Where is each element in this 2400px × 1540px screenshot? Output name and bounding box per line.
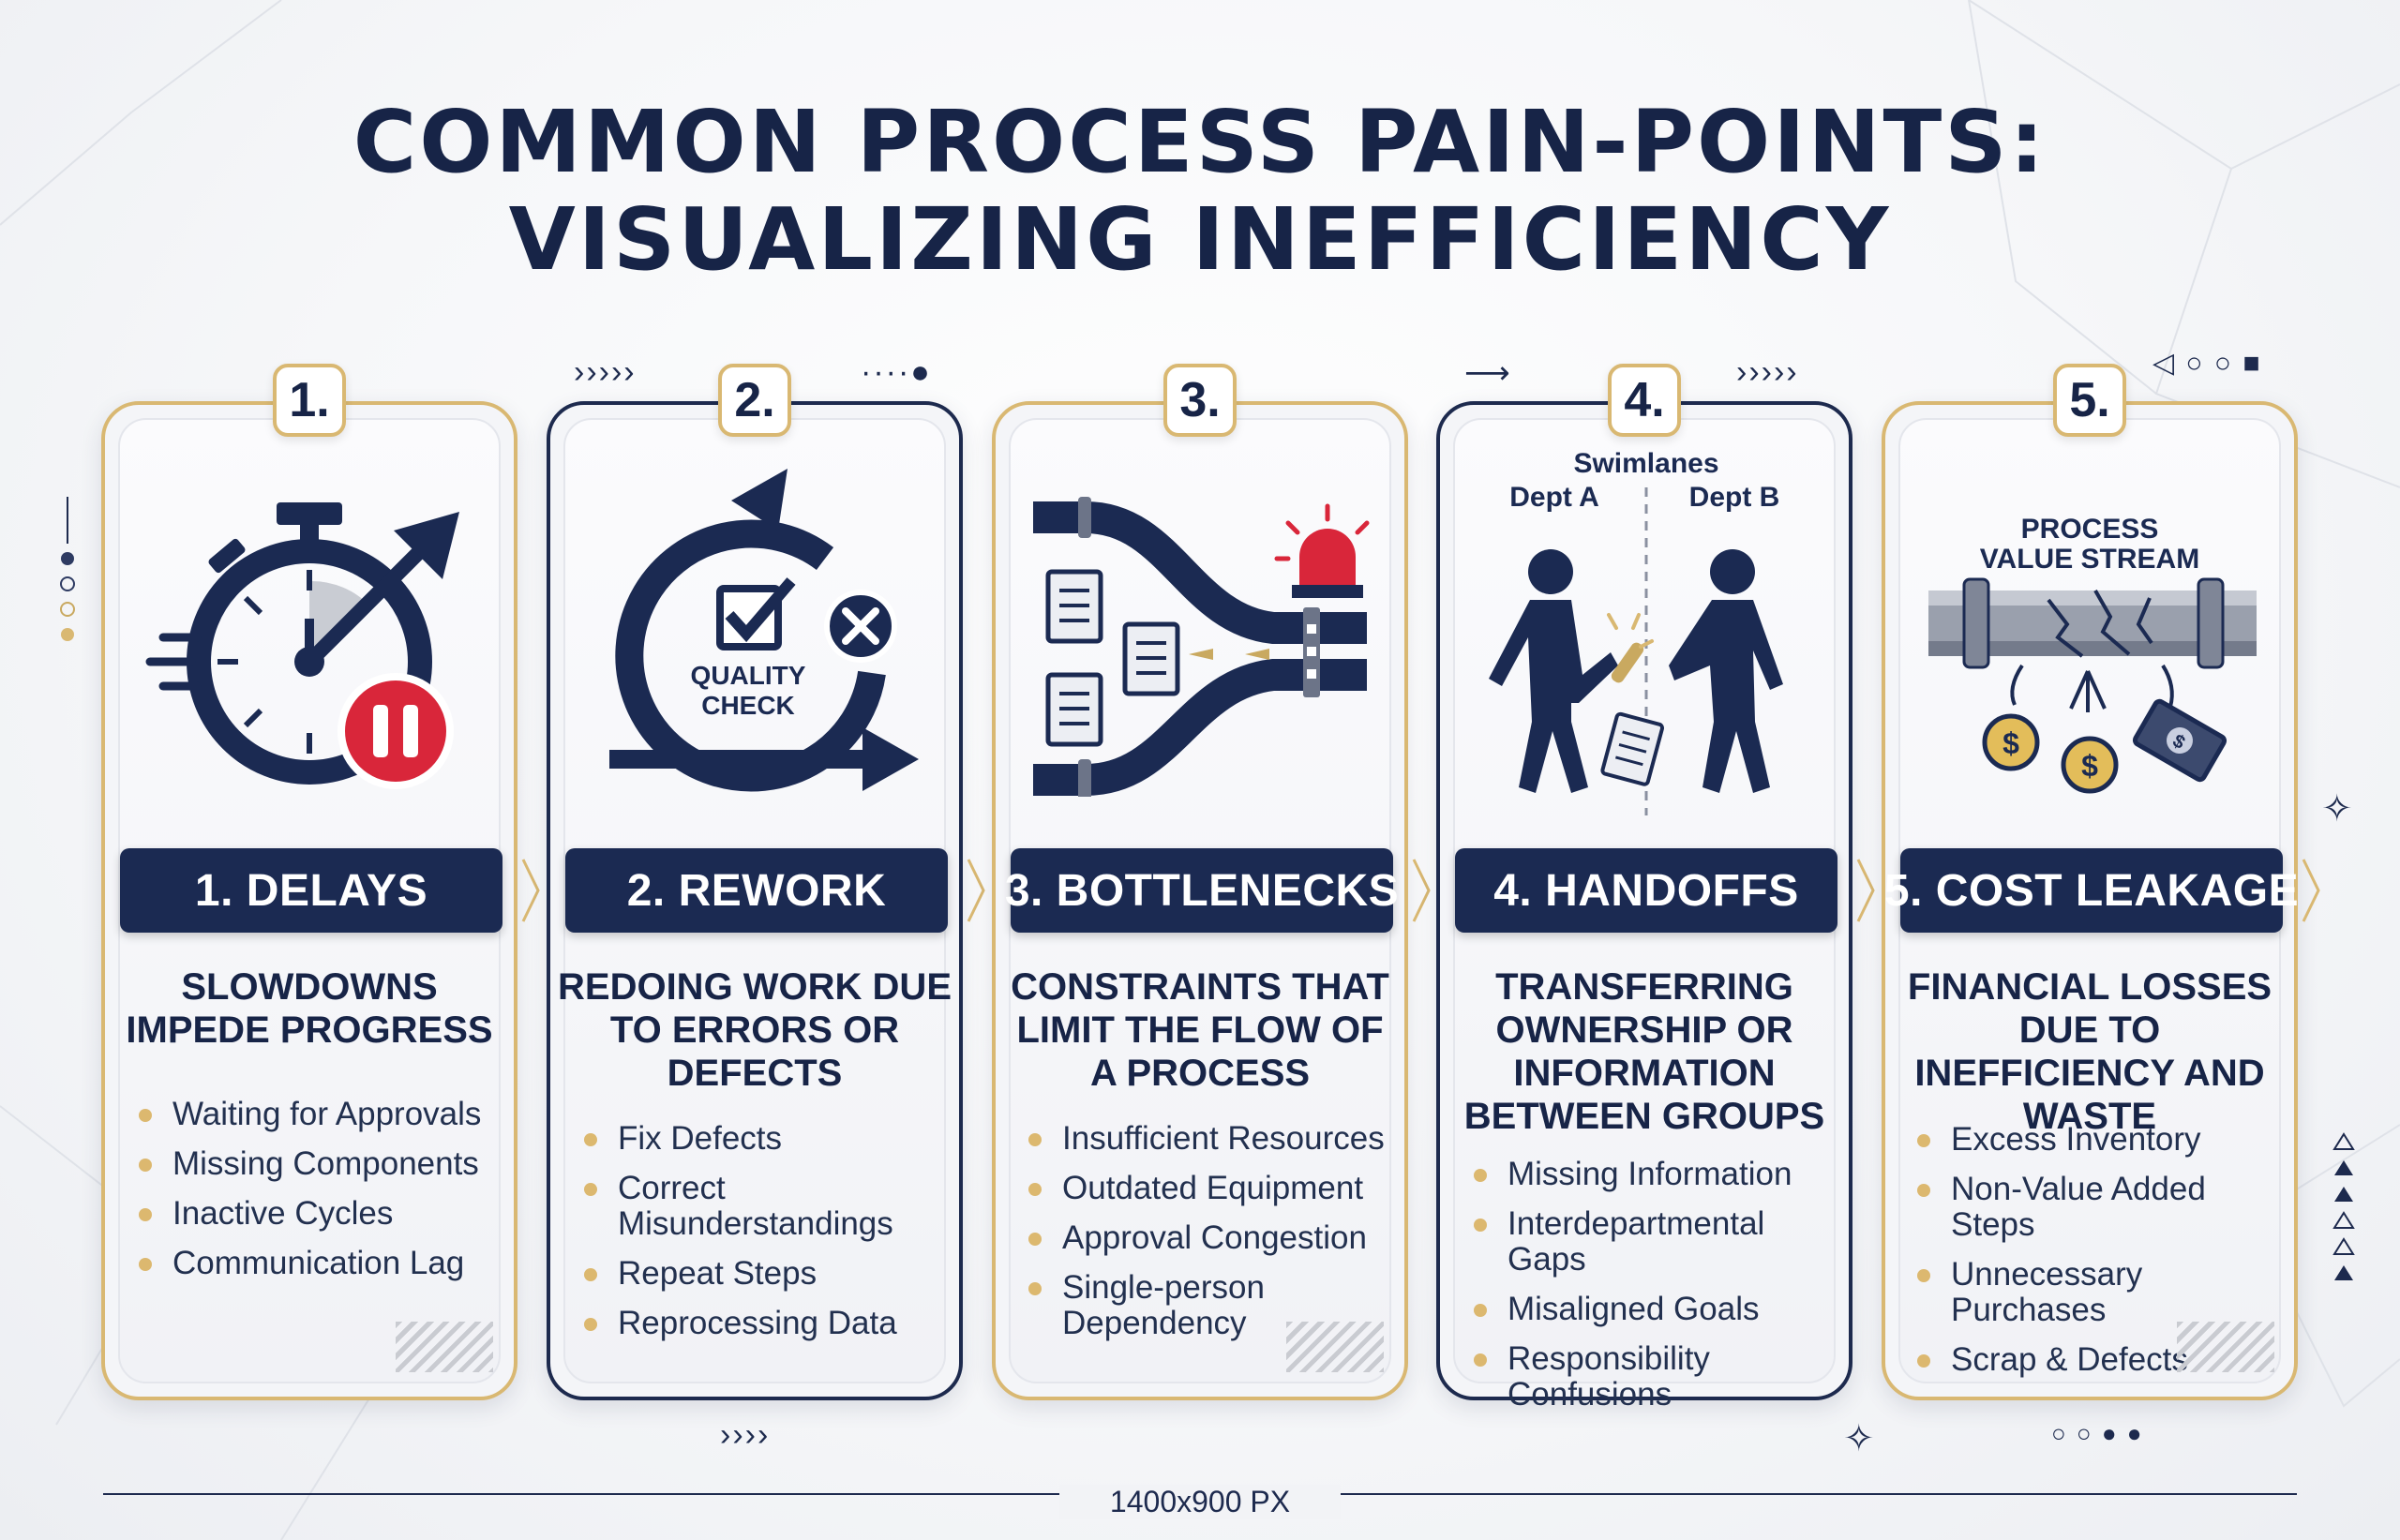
card-number-4: 4. bbox=[1608, 364, 1681, 437]
footer-dimensions-label: 1400x900 PX bbox=[1059, 1485, 1341, 1519]
hatch-deco bbox=[1286, 1322, 1384, 1372]
list-item: Misaligned Goals bbox=[1474, 1292, 1830, 1327]
subtitle-handoffs: TRANSFERRING OWNERSHIP OR INFORMATION BE… bbox=[1463, 966, 1825, 1137]
leaking-pipe-money-icon: PROCESS VALUE STREAM $ $ $ bbox=[1928, 514, 2257, 794]
list-item: Outdated Equipment bbox=[1028, 1171, 1385, 1206]
chevron-deco-icon: ›››› bbox=[720, 1417, 771, 1453]
label-handoffs: 4. HANDOFFS bbox=[1455, 848, 1838, 933]
card-number-1: 1. bbox=[273, 364, 346, 437]
title-line-2: VISUALIZING INEFFICIENCY bbox=[508, 189, 1892, 290]
chevron-right-icon bbox=[521, 859, 540, 922]
list-item: Waiting for Approvals bbox=[139, 1097, 495, 1132]
bullet-list-handoffs: Missing Information Interdepartmental Ga… bbox=[1474, 1157, 1830, 1427]
dept-a-label: Dept A bbox=[1509, 482, 1599, 513]
subtitle-rework: REDOING WORK DUE TO ERRORS OR DEFECTS bbox=[558, 966, 952, 1094]
arrow-deco-icon: ⟶ bbox=[1464, 355, 1512, 391]
icon-text-value-stream: VALUE STREAM bbox=[1980, 544, 2199, 575]
subtitle-cost-leakage: FINANCIAL LOSSES DUE TO INEFFICIENCY AND… bbox=[1907, 966, 2272, 1137]
label-rework: 2. REWORK bbox=[565, 848, 948, 933]
sparkle-deco-icon: ✧ bbox=[1843, 1418, 1877, 1459]
side-triangles-deco-icon bbox=[2332, 1132, 2355, 1280]
bullet-list-bottlenecks: Insufficient Resources Outdated Equipmen… bbox=[1028, 1121, 1385, 1355]
dots-deco-icon: ○ ○ ● ● bbox=[2051, 1419, 2144, 1447]
list-item: Single-person Dependency bbox=[1028, 1270, 1385, 1341]
chevron-right-icon bbox=[2302, 859, 2320, 922]
card-number-5: 5. bbox=[2053, 364, 2126, 437]
list-item: Inactive Cycles bbox=[139, 1196, 495, 1232]
side-dots-deco-icon bbox=[60, 497, 75, 641]
icon-text-check: CHECK bbox=[701, 691, 795, 720]
chevron-right-icon bbox=[1412, 859, 1431, 922]
list-item: Scrap & Defects bbox=[1917, 1342, 2273, 1378]
svg-text:$: $ bbox=[2081, 749, 2098, 783]
list-item: Responsibility Confusions bbox=[1474, 1341, 1830, 1413]
list-item: Reprocessing Data bbox=[584, 1306, 940, 1341]
chevron-right-icon bbox=[1856, 859, 1875, 922]
subtitle-bottlenecks: CONSTRAINTS THAT LIMIT THE FLOW OF A PRO… bbox=[1011, 966, 1389, 1094]
list-item: Fix Defects bbox=[584, 1121, 940, 1157]
dots-deco-icon: ····● bbox=[861, 354, 932, 390]
icon-text-process: PROCESS bbox=[2021, 514, 2159, 545]
label-delays: 1. DELAYS bbox=[120, 848, 502, 933]
list-item: Non-Value Added Steps bbox=[1917, 1172, 2273, 1243]
sparkle-deco-icon: ✧ bbox=[2321, 788, 2355, 830]
bullet-list-rework: Fix Defects Correct Misunderstandings Re… bbox=[584, 1121, 940, 1355]
label-bottlenecks: 3. BOTTLENECKS bbox=[1005, 848, 1399, 933]
list-item: Correct Misunderstandings bbox=[584, 1171, 940, 1242]
chevron-deco-icon: ››››› bbox=[574, 354, 637, 390]
dept-b-label: Dept B bbox=[1689, 482, 1780, 513]
list-item: Missing Components bbox=[139, 1146, 495, 1182]
list-item: Unnecessary Purchases bbox=[1917, 1257, 2273, 1328]
card-number-3: 3. bbox=[1163, 364, 1237, 437]
svg-text:$: $ bbox=[2002, 726, 2019, 760]
card-number-2: 2. bbox=[718, 364, 791, 437]
chevron-deco-icon: ››››› bbox=[1736, 354, 1799, 390]
list-item: Missing Information bbox=[1474, 1157, 1830, 1192]
title-line-1: COMMON PROCESS PAIN-POINTS: bbox=[352, 92, 2048, 192]
page-title: COMMON PROCESS PAIN-POINTS: VISUALIZING … bbox=[0, 94, 2400, 289]
bullet-list-delays: Waiting for Approvals Missing Components… bbox=[139, 1097, 495, 1295]
bullet-list-cost-leakage: Excess Inventory Non-Value Added Steps U… bbox=[1917, 1122, 2273, 1392]
stopwatch-pause-icon bbox=[145, 502, 459, 789]
chevron-right-icon bbox=[967, 859, 985, 922]
rework-loop-icon: QUALITY CHECK bbox=[609, 469, 919, 792]
handoff-people-icon: Swimlanes Dept A Dept B bbox=[1489, 448, 1783, 815]
icon-text-quality: QUALITY bbox=[691, 661, 806, 690]
list-item: Excess Inventory bbox=[1917, 1122, 2273, 1158]
subtitle-delays: SLOWDOWNS IMPEDE PROGRESS bbox=[126, 966, 493, 1051]
hatch-deco bbox=[396, 1322, 493, 1372]
list-item: Approval Congestion bbox=[1028, 1220, 1385, 1256]
hatch-deco bbox=[2177, 1322, 2274, 1372]
label-cost-leakage: 5. COST LEAKAGE bbox=[1884, 848, 2299, 933]
list-item: Interdepartmental Gaps bbox=[1474, 1206, 1830, 1278]
list-item: Communication Lag bbox=[139, 1246, 495, 1281]
swimlanes-label: Swimlanes bbox=[1573, 448, 1718, 479]
shapes-deco-icon: ◁ ○ ○ ■ bbox=[2152, 348, 2262, 379]
bottleneck-pipe-icon bbox=[1033, 497, 1370, 797]
list-item: Insufficient Resources bbox=[1028, 1121, 1385, 1157]
list-item: Repeat Steps bbox=[584, 1256, 940, 1292]
